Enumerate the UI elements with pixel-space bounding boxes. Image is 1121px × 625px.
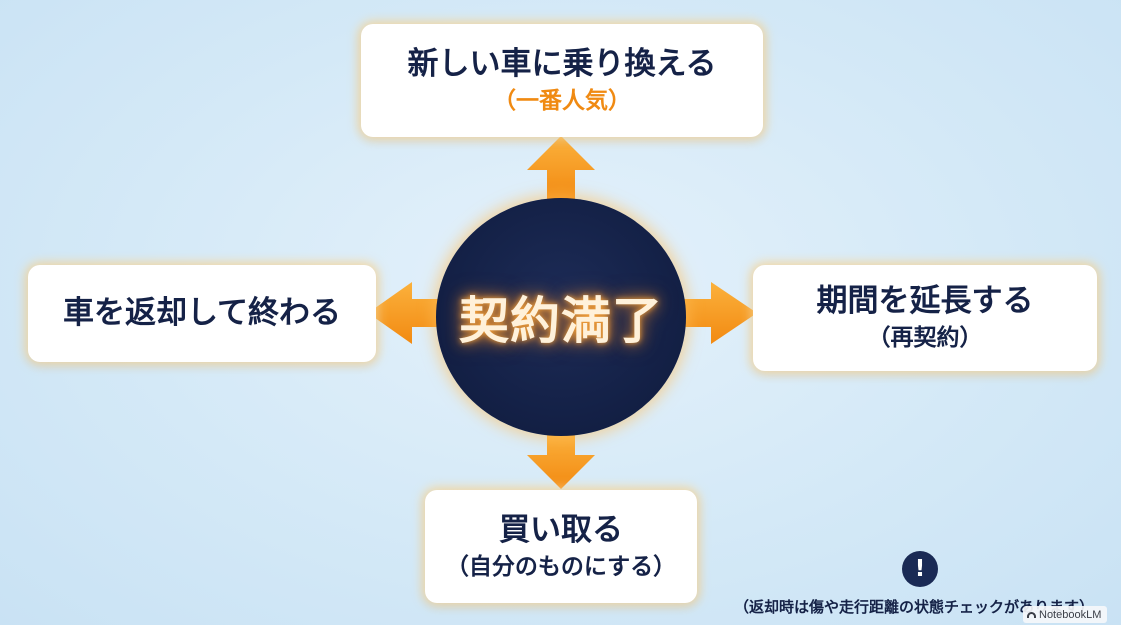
watermark-text: NotebookLM	[1039, 608, 1102, 621]
arrow-right	[681, 282, 757, 344]
option-card-extend: 期間を延長する （再契約）	[753, 265, 1097, 371]
center-circle: 契約満了	[436, 198, 686, 436]
option-title-buyout: 買い取る	[499, 511, 623, 548]
option-subtitle-most-popular: （一番人気）	[493, 87, 631, 114]
arrow-down	[527, 432, 595, 489]
option-subtitle-recontract: （再契約）	[867, 325, 983, 352]
option-card-return-car: 車を返却して終わる	[28, 265, 376, 362]
option-card-new-car: 新しい車に乗り換える （一番人気）	[361, 24, 763, 137]
return-inspection-note: （返却時は傷や走行距離の状態チェックがあります）	[734, 598, 1095, 616]
notebooklm-watermark: NotebookLM	[1023, 606, 1108, 623]
option-title-new-car: 新しい車に乗り換える	[407, 45, 717, 82]
center-label: 契約満了	[459, 292, 663, 350]
exclamation-icon: !	[902, 551, 938, 587]
option-card-buyout: 買い取る （自分のものにする）	[425, 490, 697, 603]
arrow-up	[527, 136, 595, 200]
option-title-extend: 期間を延長する	[816, 283, 1034, 320]
arrow-left	[368, 282, 442, 344]
notebooklm-logo-icon	[1027, 611, 1036, 618]
option-title-return-car: 車を返却して終わる	[62, 294, 342, 331]
option-subtitle-own-it: （自分のものにする）	[445, 553, 677, 580]
